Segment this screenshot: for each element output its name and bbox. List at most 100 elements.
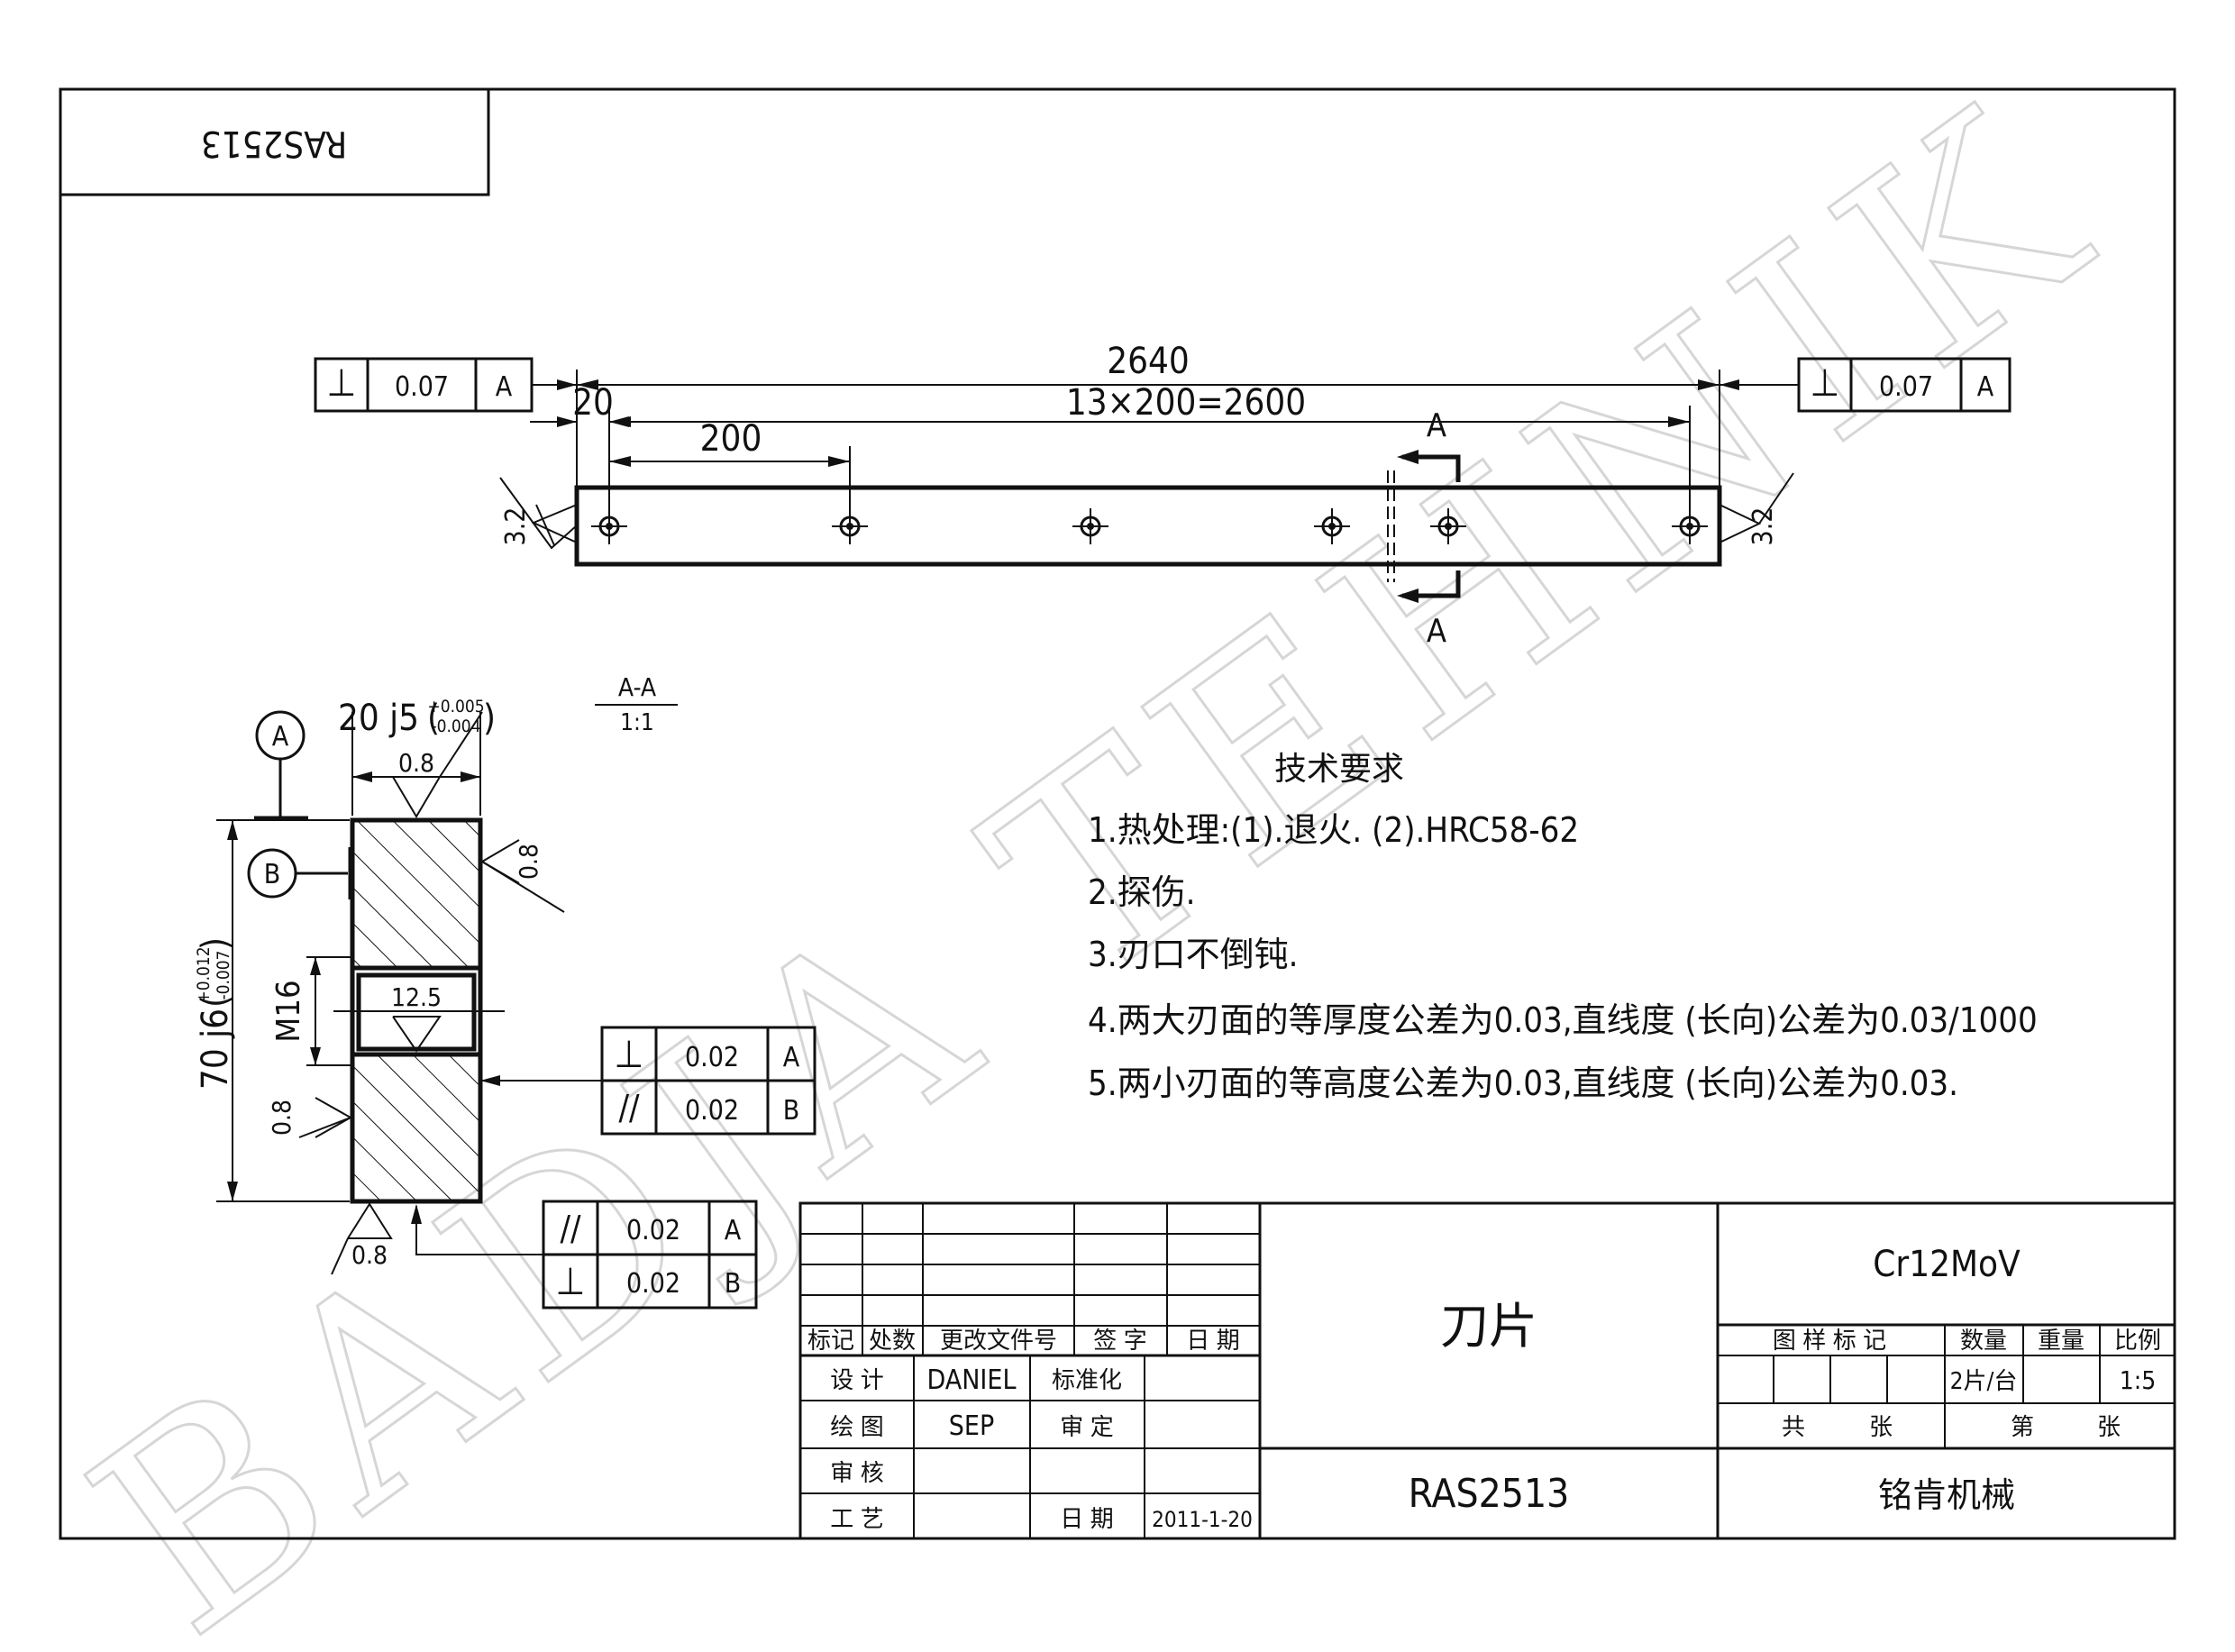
fcf-side: ⊥ 0.02 A // 0.02 B <box>480 1026 816 1136</box>
svg-text:0.8: 0.8 <box>514 844 543 880</box>
section-view: A-A 1:1 A B <box>194 672 816 1310</box>
part-name: 刀片 <box>1440 1298 1537 1355</box>
notes-title: 技术要求 <box>1274 751 1404 788</box>
svg-text:3.2: 3.2 <box>1747 507 1779 546</box>
svg-text:B: B <box>264 859 281 890</box>
svg-text:B: B <box>783 1095 800 1127</box>
svg-text:2011-1-20: 2011-1-20 <box>1152 1507 1253 1532</box>
dim-thread: M16 <box>270 956 352 1066</box>
svg-text:20 j5: 20 j5 <box>338 698 419 739</box>
svg-text:工 艺: 工 艺 <box>830 1506 883 1533</box>
svg-text:绘 图: 绘 图 <box>830 1414 883 1441</box>
svg-text:2640: 2640 <box>1107 341 1190 382</box>
svg-text:A: A <box>496 371 513 403</box>
svg-text:1:5: 1:5 <box>2120 1365 2157 1395</box>
svg-text:A: A <box>783 1042 800 1073</box>
svg-text:A-A: A-A <box>618 672 657 702</box>
svg-text:70 j6: 70 j6 <box>195 1009 236 1090</box>
dim-overall: 2640 <box>577 341 1720 390</box>
dim-edge: 20 <box>530 382 629 427</box>
datum-b: B <box>247 847 353 899</box>
dim-pitch-total: 13×200=2600 <box>609 382 1690 427</box>
hole <box>1672 508 1708 544</box>
hole <box>1072 508 1108 544</box>
svg-text:数量: 数量 <box>1960 1328 2007 1355</box>
svg-text:更改文件号: 更改文件号 <box>940 1328 1057 1355</box>
svg-text:(: ( <box>427 698 440 739</box>
svg-text:13×200=2600: 13×200=2600 <box>1066 382 1306 424</box>
svg-text:+0.012: +0.012 <box>194 946 214 1003</box>
svg-text:0.8: 0.8 <box>267 1100 296 1136</box>
svg-text:): ) <box>195 937 236 950</box>
roughness-symbol: 0.8 <box>392 711 483 818</box>
hole <box>591 508 627 544</box>
title-block: 标记 处数 更改文件号 签 字 日 期 设 计 DANIEL 标准化 绘 图 S… <box>798 1201 2176 1540</box>
material: Cr12MoV <box>1873 1244 2021 1285</box>
note-line: 4.两大刃面的等厚度公差为0.03,直线度 (长向)公差为0.03/1000 <box>1088 1000 2038 1040</box>
note-line: 5.两小刃面的等高度公差为0.03,直线度 (长向)公差为0.03. <box>1088 1063 1958 1103</box>
svg-text:日 期: 日 期 <box>1186 1328 1239 1355</box>
svg-text:A: A <box>1427 613 1446 650</box>
fcf-top-right: ⊥ 0.07 A <box>1720 357 2012 413</box>
roughness-symbol: 3.2 <box>499 477 578 550</box>
svg-text://: // <box>560 1209 581 1248</box>
svg-text:1:1: 1:1 <box>620 709 654 736</box>
dim-height: 70 j6 ( +0.012 -0.007 ) <box>194 819 350 1202</box>
svg-text:): ) <box>483 698 496 739</box>
company-name: 铭肯机械 <box>1878 1475 2015 1515</box>
svg-text:设 计: 设 计 <box>830 1367 883 1394</box>
svg-text:M16: M16 <box>270 980 307 1042</box>
hole <box>1430 508 1466 544</box>
section-title: A-A 1:1 <box>595 672 678 736</box>
svg-text:0.02: 0.02 <box>685 1095 739 1127</box>
fcf-top-left: ⊥ 0.07 A <box>314 357 577 413</box>
svg-text:A: A <box>272 721 289 753</box>
svg-text:⊥: ⊥ <box>1811 361 1840 405</box>
svg-text:张: 张 <box>2097 1414 2121 1441</box>
drawing-number: RAS2513 <box>1409 1471 1570 1517</box>
svg-text:(: ( <box>195 995 236 1008</box>
svg-text:重量: 重量 <box>2038 1328 2084 1355</box>
svg-text://: // <box>618 1088 640 1127</box>
svg-text:A: A <box>1977 371 1994 403</box>
top-view: 2640 13×200=2600 20 200 <box>314 341 2012 650</box>
technical-notes: 技术要求 1.热处理:(1).退火. (2).HRC58-62 2.探伤. 3.… <box>1088 751 2038 1103</box>
dim-pitch: 200 <box>609 418 850 467</box>
hole <box>832 508 868 544</box>
svg-text:-0.007: -0.007 <box>214 950 233 999</box>
svg-text:审 核: 审 核 <box>830 1460 883 1487</box>
dim-counterbore: 12.5 <box>391 982 442 1053</box>
hole-row <box>591 508 1708 544</box>
svg-text:标记: 标记 <box>807 1328 854 1355</box>
svg-text:B: B <box>725 1268 742 1300</box>
svg-text:签 字: 签 字 <box>1093 1328 1146 1355</box>
svg-text:标准化: 标准化 <box>1052 1367 1122 1394</box>
svg-text:0.8: 0.8 <box>398 748 434 778</box>
datum-a: A <box>254 710 308 821</box>
note-line: 1.热处理:(1).退火. (2).HRC58-62 <box>1088 810 1579 850</box>
svg-text:2片/台: 2片/台 <box>1950 1368 2018 1395</box>
svg-text:0.02: 0.02 <box>626 1268 680 1300</box>
svg-text:⊥: ⊥ <box>327 361 357 405</box>
svg-text:比例: 比例 <box>2114 1328 2161 1355</box>
svg-text:20: 20 <box>572 382 614 424</box>
svg-text:0.02: 0.02 <box>626 1215 680 1246</box>
drawing-number-stamp: RAS2513 <box>59 87 490 196</box>
roughness-symbol: 0.8 <box>480 839 565 913</box>
note-line: 3.刃口不倒钝. <box>1088 935 1298 974</box>
svg-text:12.5: 12.5 <box>391 982 442 1012</box>
roughness-symbol: 0.8 <box>267 1097 353 1138</box>
svg-text:张: 张 <box>1869 1414 1893 1441</box>
svg-text:RAS2513: RAS2513 <box>201 123 347 164</box>
svg-text:200: 200 <box>700 418 762 460</box>
svg-text:+0.005: +0.005 <box>427 697 484 716</box>
roughness-symbol: 3.2 <box>1719 472 1794 546</box>
svg-text:SEP: SEP <box>949 1410 994 1442</box>
svg-text:审 定: 审 定 <box>1060 1414 1113 1441</box>
svg-text:⊥: ⊥ <box>615 1032 644 1076</box>
svg-text:第: 第 <box>2011 1414 2034 1441</box>
svg-text:0.02: 0.02 <box>685 1042 739 1073</box>
svg-text:处数: 处数 <box>869 1328 916 1355</box>
roughness-symbol: 0.8 <box>331 1202 393 1275</box>
fcf-bottom: // 0.02 A ⊥ 0.02 B <box>411 1200 758 1310</box>
